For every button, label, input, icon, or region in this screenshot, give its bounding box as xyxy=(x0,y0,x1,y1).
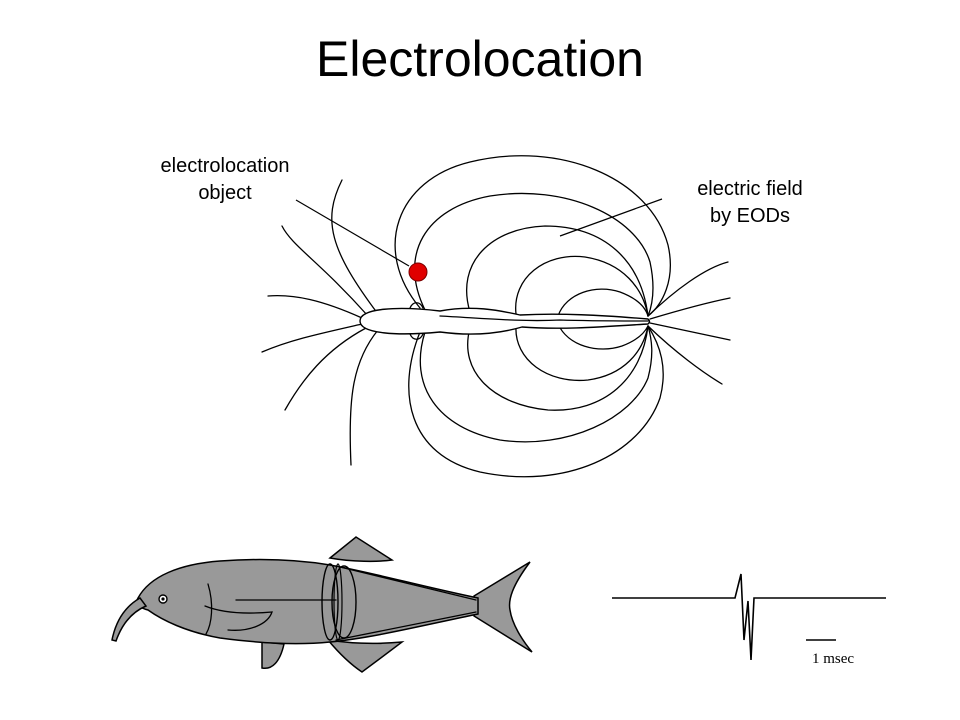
field-line xyxy=(557,323,649,350)
field-line xyxy=(281,225,369,317)
fish-body-ridge xyxy=(439,315,649,322)
fish-head-bump xyxy=(409,333,424,340)
eod-waveform: 1 msec xyxy=(612,573,886,667)
field-line xyxy=(647,325,723,385)
field-line xyxy=(515,325,649,382)
fish-illustration xyxy=(111,536,533,673)
field-line xyxy=(465,225,649,317)
field-line xyxy=(267,294,363,319)
slide-title: Electrolocation xyxy=(316,31,644,87)
object-label-line2: object xyxy=(198,182,252,204)
fish-body-outline xyxy=(359,307,651,335)
field-line xyxy=(261,323,363,353)
field-line xyxy=(419,325,653,443)
pelvic-fin xyxy=(261,641,285,670)
dorsal-fin xyxy=(328,536,395,563)
fish-pupil xyxy=(161,597,165,601)
field-line xyxy=(331,179,379,315)
object-label-line1: electrolocation xyxy=(161,155,290,177)
fish-head-bump xyxy=(409,302,424,309)
field-line xyxy=(647,261,729,317)
field-label-line2: by EODs xyxy=(710,205,790,227)
waveform-trace xyxy=(612,573,886,661)
object-label-leader xyxy=(295,199,410,267)
fish-body xyxy=(136,558,479,645)
gill-line xyxy=(205,583,213,635)
field-line xyxy=(515,255,649,317)
field-line xyxy=(557,288,649,317)
field-line xyxy=(467,325,649,411)
electric-organ-ring xyxy=(321,563,339,641)
field-label-line1: electric field xyxy=(697,178,803,200)
field-line xyxy=(394,155,671,317)
field-line xyxy=(649,322,731,341)
field-line xyxy=(649,297,731,320)
field-line xyxy=(349,329,379,466)
anal-fin xyxy=(326,638,405,673)
field-line xyxy=(414,192,654,317)
fish-snout xyxy=(111,597,148,642)
field-line xyxy=(408,325,664,478)
electrolocation-object xyxy=(408,262,428,282)
caudal-fin xyxy=(473,561,533,653)
field-line xyxy=(284,327,367,411)
scale-bar-label: 1 msec xyxy=(812,651,854,667)
electric-field-diagram: electrolocation object electric field by… xyxy=(161,155,803,478)
pectoral-fin-outline xyxy=(204,605,273,631)
field-label-leader xyxy=(559,198,663,237)
electric-organ-cone xyxy=(335,611,477,641)
electric-organ-cone xyxy=(335,565,477,601)
